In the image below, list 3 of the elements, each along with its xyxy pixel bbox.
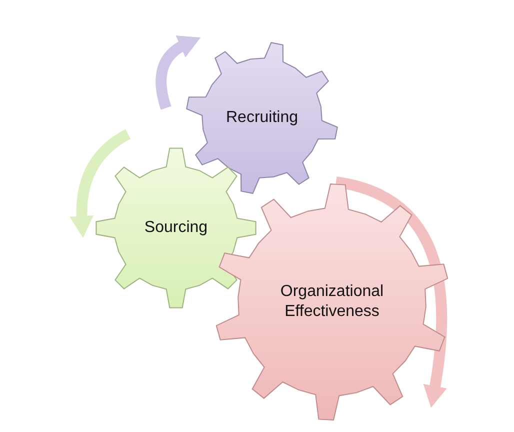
gear-label: Recruiting	[226, 108, 298, 128]
gear-label: Organizational Effectiveness	[279, 282, 385, 322]
gear-label: Sourcing	[144, 218, 208, 238]
